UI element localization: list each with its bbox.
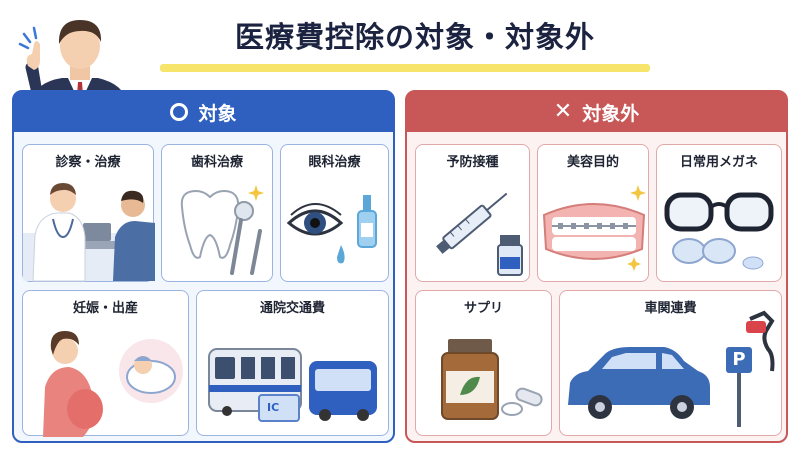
eye-drops-icon: [286, 195, 377, 264]
sparkle-icon: [18, 26, 38, 50]
ic-card-badge: IC: [267, 401, 280, 414]
card-label: 通院交通費: [259, 301, 325, 316]
not-covered-panel: ✕ 対象外 予防接種: [405, 90, 788, 443]
cross-icon: ✕: [553, 99, 573, 124]
vaccine-syringe-icon: [436, 192, 523, 276]
card-supplement: サプリ: [415, 290, 552, 436]
not-covered-header: ✕ 対象外: [407, 92, 786, 132]
card-label: 眼科治療: [308, 155, 361, 170]
card-car: 車関連費 P: [559, 290, 782, 436]
covered-panel: 対象 診察・治療 歯科治療: [12, 90, 395, 443]
card-vaccination: 予防接種: [415, 144, 530, 282]
supplement-bottle-icon: [441, 339, 543, 420]
circle-icon: [170, 103, 189, 121]
card-glasses: 日常用メガネ: [656, 144, 782, 282]
card-cosmetic: 美容目的: [537, 144, 649, 282]
card-label: 車関連費: [644, 301, 697, 316]
card-pregnancy: 妊娠・出産: [22, 290, 189, 437]
pregnancy-baby-icon: [43, 331, 183, 437]
card-label: サプリ: [463, 301, 503, 316]
card-label: 日常用メガネ: [679, 155, 758, 170]
card-label: 妊娠・出産: [72, 301, 138, 316]
covered-header: 対象: [14, 92, 393, 132]
not-covered-heading: 対象外: [582, 102, 640, 125]
covered-heading: 対象: [198, 102, 237, 125]
tooth-icon: [180, 185, 264, 275]
braces-teeth-icon: [542, 185, 646, 271]
card-label: 歯科治療: [190, 155, 243, 170]
card-transport: 通院交通費 IC: [196, 290, 389, 436]
card-dental: 歯科治療: [161, 144, 273, 282]
card-ophthalmology: 眼科治療: [280, 144, 389, 282]
train-bus-icon: [208, 348, 377, 422]
page-title: 医療費控除の対象・対象外: [234, 20, 595, 54]
card-label: 美容目的: [566, 155, 619, 170]
title-highlight: [160, 64, 650, 72]
glasses-contacts-icon: [664, 192, 774, 270]
card-label: 診察・治療: [55, 155, 121, 170]
parking-sign-badge: P: [732, 349, 746, 370]
card-label: 予防接種: [446, 155, 499, 170]
car-parking-fuel-icon: [568, 310, 775, 427]
card-consultation: 診察・治療: [22, 144, 155, 282]
doctor-consultation-icon: [23, 183, 155, 282]
